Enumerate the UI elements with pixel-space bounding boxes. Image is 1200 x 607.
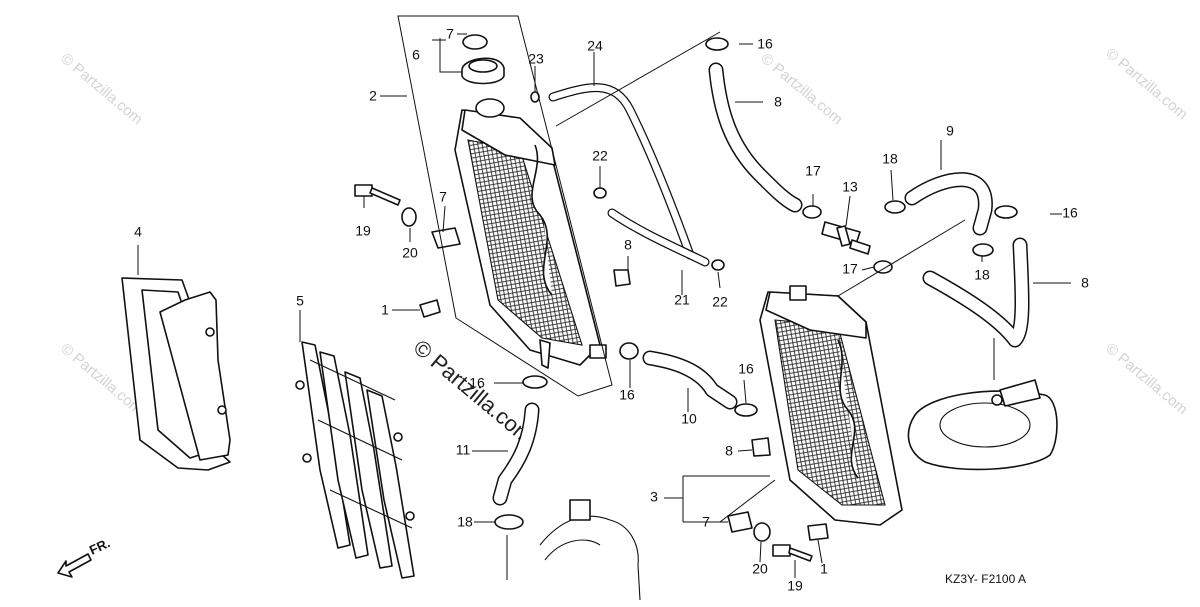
callout-14: 11 — [456, 442, 471, 458]
callout-6: 6 — [412, 47, 420, 63]
watermark-center: © Partzilla.com — [409, 335, 539, 449]
callout-24: 24 — [587, 38, 603, 54]
callouts: 7 6 23 2 24 16 8 9 16 8 22 7 19 20 8 21 … — [134, 26, 1089, 594]
callout-20: 20 — [752, 561, 768, 577]
watermark: © Partzilla.com — [57, 50, 145, 128]
part-2-radiator-left — [454, 98, 607, 369]
callout-19: 19 — [787, 578, 803, 594]
callout-19: 19 — [355, 223, 371, 239]
callout-1: 1 — [820, 561, 828, 577]
front-direction-arrow: FR. — [57, 535, 112, 578]
callout-21: 21 — [674, 292, 690, 308]
part-11-hose — [922, 237, 1030, 348]
engine-case-fragment — [539, 499, 641, 601]
hardware — [354, 184, 829, 562]
callout-18: 18 — [457, 514, 473, 530]
watermark: © Partzilla.com — [757, 50, 845, 128]
part-10-hose — [708, 62, 803, 213]
part-13-hose — [642, 350, 738, 410]
callout-8: 8 — [725, 443, 733, 459]
callout-8: 8 — [624, 237, 632, 253]
callout-2: 2 — [369, 88, 377, 104]
part-12-hose — [904, 172, 993, 236]
callout-16: 16 — [1062, 205, 1078, 221]
callout-17: 17 — [805, 163, 821, 179]
callout-10: 8 — [774, 94, 782, 110]
callout-18: 18 — [974, 267, 990, 283]
part-4-guard — [121, 277, 231, 471]
callout-16: 16 — [619, 387, 635, 403]
callout-7: 7 — [439, 189, 447, 205]
watermark: © Partzilla.com — [1102, 340, 1190, 418]
watermark: © Partzilla.com — [1102, 45, 1190, 123]
front-marker-text: FR. — [87, 535, 112, 557]
callout-9: 7 — [446, 26, 454, 42]
leader-lines — [137, 33, 1071, 580]
part-15-joint — [821, 221, 871, 255]
part-14-hose — [492, 402, 540, 506]
part-9-6-cap — [461, 34, 505, 85]
part-24-tube — [548, 83, 695, 260]
part-21-hose — [607, 208, 710, 267]
callout-16: 16 — [469, 375, 485, 391]
diagram-code: KZ3Y- F2100 A — [945, 572, 1026, 586]
callout-15: 13 — [842, 179, 858, 195]
callout-16: 16 — [738, 361, 754, 377]
callout-7: 7 — [702, 514, 710, 530]
callout-4: 4 — [134, 224, 142, 240]
callout-12: 9 — [946, 123, 954, 139]
callout-3: 3 — [650, 489, 658, 505]
callout-17: 17 — [842, 261, 858, 277]
callout-22: 22 — [712, 294, 728, 310]
callout-13: 10 — [681, 411, 697, 427]
part-3-radiator-right — [759, 285, 903, 526]
callout-18: 18 — [882, 151, 898, 167]
cylinder-head — [907, 379, 1058, 471]
callout-23: 23 — [528, 51, 544, 67]
callout-16: 16 — [757, 36, 773, 52]
callout-22: 22 — [592, 148, 608, 164]
callout-5: 5 — [296, 293, 304, 309]
part-5-louver — [295, 341, 415, 579]
bracket-lines — [397, 15, 995, 397]
callout-1: 1 — [381, 302, 389, 318]
callout-20: 20 — [402, 245, 418, 261]
callout-11: 8 — [1081, 275, 1089, 291]
hose-clamps — [494, 37, 1018, 530]
